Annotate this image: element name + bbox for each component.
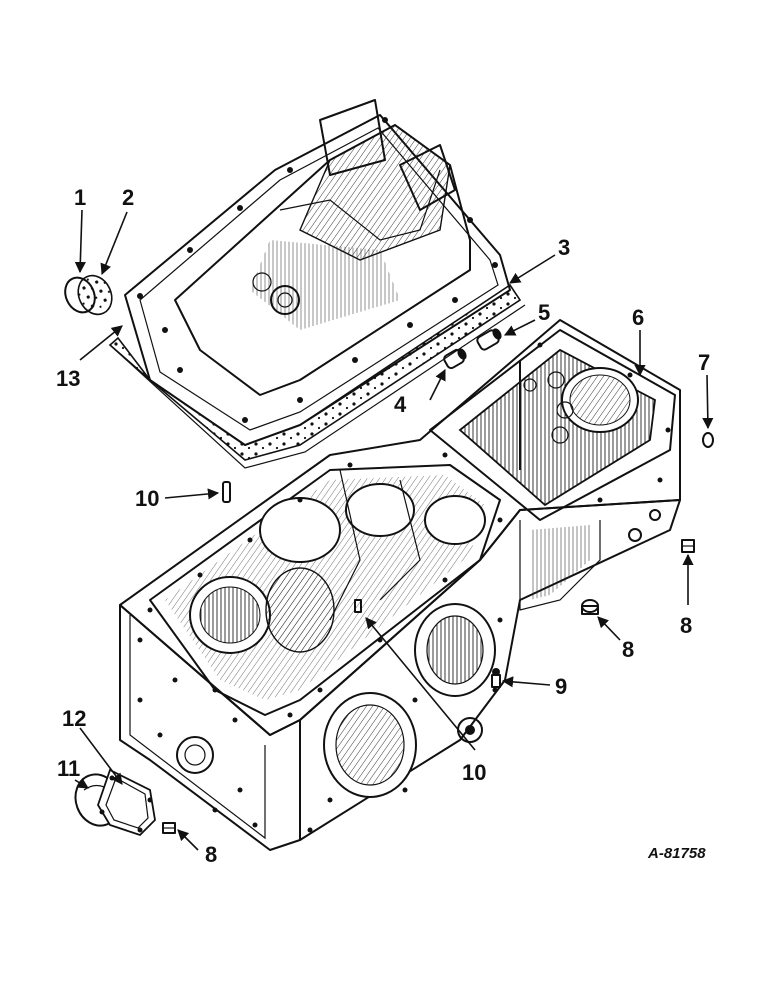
callout-10-lower: 10 xyxy=(462,760,486,785)
part-10-dowel-pin xyxy=(222,481,231,503)
callout-labels: 1 2 3 4 5 6 7 8 8 8 9 10 10 11 12 13 xyxy=(56,185,710,867)
callout-7: 7 xyxy=(698,350,710,375)
cover-gasket xyxy=(108,283,526,469)
part-8-plug-middle xyxy=(581,599,599,615)
transmission-case xyxy=(119,319,681,851)
callout-9: 9 xyxy=(555,674,567,699)
part-8-plug-lower xyxy=(162,822,176,834)
part-5-bushing xyxy=(476,328,502,351)
part-9-fitting xyxy=(491,668,501,688)
callout-8-middle: 8 xyxy=(622,637,634,662)
callout-6: 6 xyxy=(632,305,644,330)
callout-4: 4 xyxy=(394,392,407,417)
callout-5: 5 xyxy=(538,300,550,325)
part-4-bushing xyxy=(443,348,467,370)
part-2-gasket xyxy=(77,274,113,316)
part-7-ring xyxy=(702,432,714,448)
callout-13: 13 xyxy=(56,366,80,391)
reference-code: A-81758 xyxy=(647,845,706,862)
leader-lines xyxy=(74,209,714,851)
callout-2: 2 xyxy=(122,185,134,210)
callout-10-upper: 10 xyxy=(135,486,159,511)
callout-8-lower: 8 xyxy=(205,842,217,867)
callout-8-right: 8 xyxy=(680,613,692,638)
callout-11: 11 xyxy=(57,756,80,781)
part-8-plug-right xyxy=(681,539,695,553)
top-cover xyxy=(124,99,511,446)
callout-12: 12 xyxy=(62,706,86,731)
callout-1: 1 xyxy=(74,185,86,210)
callout-3: 3 xyxy=(558,235,570,260)
part-12-gasket xyxy=(97,768,156,837)
